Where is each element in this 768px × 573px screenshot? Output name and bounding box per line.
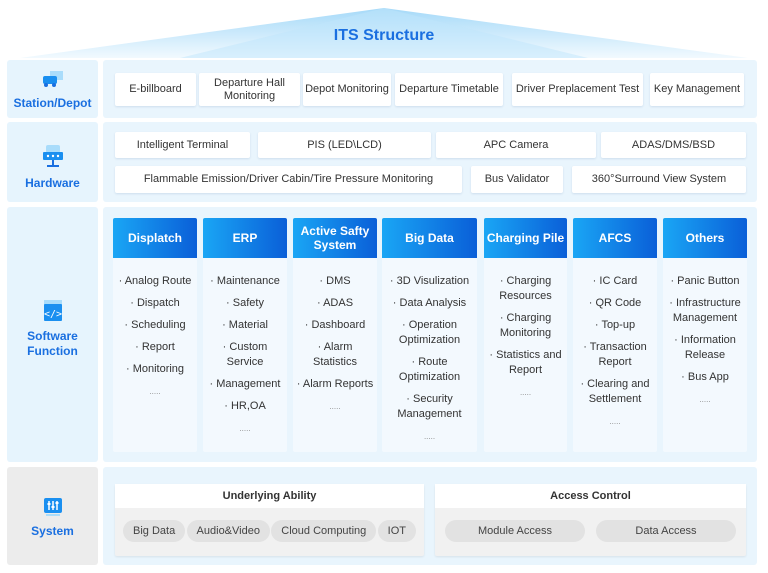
diagram-title: ITS Structure [333, 27, 435, 44]
software-function-label: </> Software Function [7, 207, 98, 462]
software-column: ERP MaintenanceSafetyMaterialCustom Servi… [203, 218, 287, 452]
software-item: HR,OA [203, 399, 287, 414]
software-item: Monitoring [113, 362, 197, 377]
software-item: 3D Visulization [382, 274, 477, 289]
bus-icon [42, 71, 63, 87]
software-item: Infrastructure Management [663, 296, 747, 326]
software-item: Bus App [663, 370, 747, 385]
hardware-label: Hardware [7, 122, 98, 202]
software-item: Dashboard [293, 318, 377, 333]
software-item: Alarm Reports [293, 377, 377, 392]
station-item: Departure Timetable [395, 73, 503, 106]
software-item: Material [203, 318, 287, 333]
more-ellipsis: ..... [699, 395, 711, 404]
underlying-ability-title: Underlying Ability [115, 484, 424, 508]
software-item: Scheduling [113, 318, 197, 333]
capability-pill: Big Data [123, 520, 186, 542]
hardware-item: Bus Validator [471, 166, 563, 193]
system-label: System [7, 467, 98, 565]
hardware-item: 360°Surround View System [572, 166, 746, 193]
software-column: Big Data 3D VisulizationData AnalysisOper… [382, 218, 477, 452]
access-control-panel: Access Control Module Access Data Access [435, 484, 746, 556]
station-item: Departure Hall Monitoring [199, 73, 300, 106]
more-ellipsis: ..... [423, 432, 436, 441]
more-ellipsis: ..... [329, 402, 341, 411]
access-pill: Data Access [596, 520, 736, 542]
capability-pill: Cloud Computing [271, 520, 377, 542]
software-item: Report [113, 340, 197, 355]
software-item: Panic Button [663, 274, 747, 289]
hardware-terminal-icon [42, 145, 63, 167]
software-item: Charging Monitoring [484, 311, 567, 341]
software-item: Data Analysis [382, 296, 477, 311]
station-item: Key Management [650, 73, 744, 106]
access-pill: Module Access [445, 520, 585, 542]
software-column-header: ERP [203, 218, 287, 258]
hardware-item: Intelligent Terminal [115, 132, 250, 158]
software-item: Safety [203, 296, 287, 311]
software-column: Active Safty SystemDMS ADAS DashboardAlarm… [293, 218, 377, 452]
software-column: DisplatchAnalog RouteDispatchSchedulingR… [113, 218, 197, 452]
software-item: IC Card [573, 274, 657, 289]
access-control-title: Access Control [435, 484, 746, 508]
capability-pill: IOT [377, 520, 416, 542]
svg-text:</>: </> [43, 309, 61, 320]
software-column: AFCS IC Card QR CodeTop-upTransaction Repo… [573, 218, 657, 452]
software-column-header: Charging Pile [484, 218, 567, 258]
software-item: Maintenance [203, 274, 287, 289]
more-ellipsis: ..... [239, 424, 251, 433]
software-column-header: Big Data [382, 218, 477, 258]
hardware-item: APC Camera [436, 132, 596, 158]
software-item: ADAS [293, 296, 377, 311]
code-icon: </> [43, 300, 62, 321]
settings-sliders-icon [43, 498, 62, 516]
capability-pill: Audio&Video [186, 520, 270, 542]
software-item: Analog Route [113, 274, 197, 289]
underlying-ability-panel: Underlying Ability Big Data Audio&Video … [115, 484, 424, 556]
software-item: Transaction Report [573, 340, 657, 370]
software-item: Route Optimization [382, 355, 477, 385]
station-item: Driver Preplacement Test [512, 73, 643, 106]
software-item: Statistics and Report [484, 348, 567, 378]
station-depot-label: Station/Depot [7, 60, 98, 118]
station-item: Depot Monitoring [303, 73, 391, 106]
software-item: Operation Optimization [382, 318, 477, 348]
station-item: E-billboard [115, 73, 196, 106]
software-column: Charging PileCharging ResourcesCharging … [484, 218, 567, 452]
software-item: DMS [293, 274, 377, 289]
more-ellipsis: ..... [609, 417, 621, 426]
software-item: QR Code [573, 296, 657, 311]
hardware-item: ADAS/DMS/BSD [601, 132, 746, 158]
software-column-header: Active Safty System [293, 218, 377, 258]
software-column-header: Displatch [113, 218, 197, 258]
hardware-item: Flammable Emission/Driver Cabin/Tire Pre… [115, 166, 462, 193]
software-column-header: Others [663, 218, 747, 258]
roof-graphic [20, 8, 748, 58]
software-item: Alarm Statistics [293, 340, 377, 370]
software-item: Top-up [573, 318, 657, 333]
software-item: Security Management [382, 392, 477, 422]
software-item: Management [203, 377, 287, 392]
software-item: Charging Resources [484, 274, 567, 304]
software-column: OthersPanic ButtonInfrastructure Managem… [663, 218, 747, 452]
hardware-item: PIS (LED\LCD) [258, 132, 431, 158]
software-item: Information Release [663, 333, 747, 363]
more-ellipsis: ..... [519, 388, 532, 397]
software-item: Dispatch [113, 296, 197, 311]
software-item: Clearing and Settlement [573, 377, 657, 407]
software-item: Custom Service [203, 340, 287, 370]
software-column-header: AFCS [573, 218, 657, 258]
more-ellipsis: ..... [149, 387, 161, 396]
